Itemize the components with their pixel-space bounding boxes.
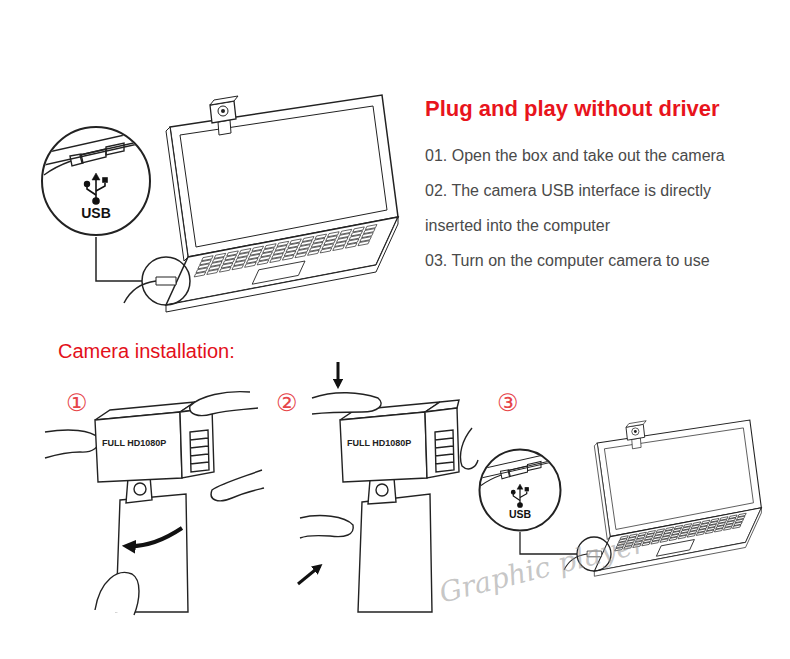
callout-number: ③ — [497, 388, 519, 418]
usb-icon — [511, 484, 528, 507]
camera-body — [180, 408, 214, 478]
callout-number: ① — [66, 388, 88, 418]
clip-hinge — [376, 484, 388, 496]
lens-ring — [435, 430, 454, 472]
product-print: FULL HD1080P — [102, 438, 166, 449]
port-label: USB — [478, 509, 562, 520]
cable — [44, 161, 71, 175]
laptop-lid — [358, 494, 432, 612]
camera-body — [425, 408, 459, 478]
laptop-edge — [478, 459, 562, 480]
section-heading: Camera installation: — [58, 338, 235, 364]
step-text: 03. Turn on the computer camera to use — [425, 243, 710, 278]
callout-number: ② — [276, 388, 298, 418]
usb-plug — [508, 466, 528, 477]
zoom-callout: USB — [40, 125, 152, 237]
laptop-drawing — [124, 95, 398, 312]
zoom-circle — [142, 257, 190, 305]
step-text: 02. The camera USB interface is directly… — [425, 173, 760, 243]
hand — [312, 393, 381, 414]
camera-body — [340, 412, 427, 482]
hand — [300, 516, 353, 538]
clip — [368, 478, 396, 504]
lens-ring — [190, 430, 209, 472]
leader-line — [96, 237, 142, 281]
hand — [190, 392, 258, 416]
step-text: 01. Open the box and take out the camera — [425, 138, 725, 173]
usb-port — [106, 143, 124, 155]
usb-plug — [80, 149, 106, 163]
motion-arrow — [298, 566, 320, 584]
hand — [45, 430, 99, 458]
install-step-1 — [45, 392, 264, 615]
product-print: FULL HD1080P — [347, 438, 411, 449]
hand — [460, 428, 478, 469]
laptop-edge — [40, 139, 152, 167]
motion-arrow — [126, 528, 182, 546]
clip-hinge — [134, 483, 146, 495]
hand — [211, 470, 264, 501]
zoom-callout: USB — [478, 448, 562, 532]
motion-arrow — [337, 362, 340, 386]
section-heading: Plug and play without driver — [425, 96, 720, 122]
port-label: USB — [40, 206, 152, 221]
usb-plug — [70, 154, 83, 166]
usb-plug — [501, 470, 511, 479]
cable — [481, 475, 501, 486]
hand — [95, 573, 139, 616]
camera-body — [95, 412, 182, 482]
usb-icon — [85, 173, 107, 204]
usb-port — [528, 462, 542, 471]
